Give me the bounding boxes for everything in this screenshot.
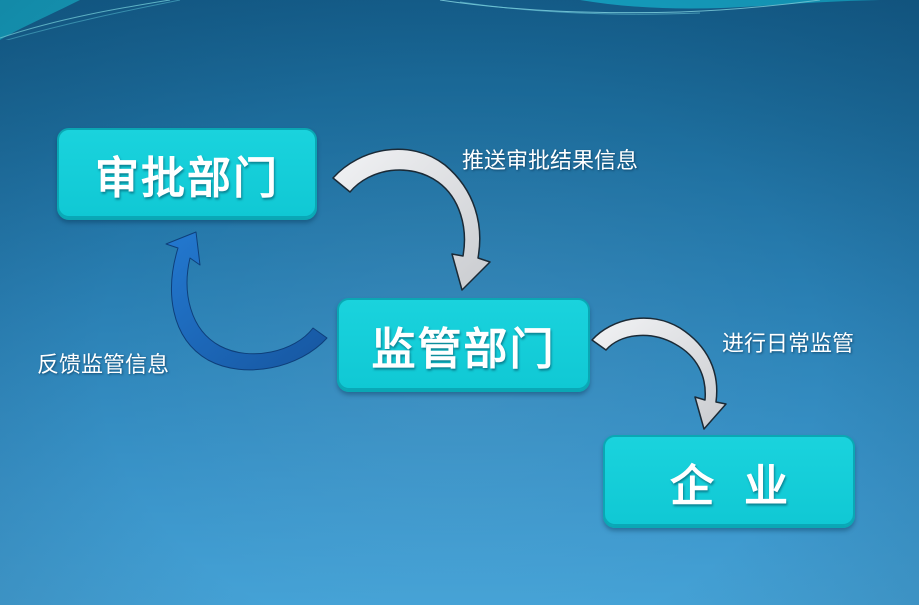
edge-label-feedback-supervision-info: 反馈监管信息 — [37, 353, 170, 378]
arrow-supervision-to-approval-icon — [165, 231, 328, 371]
node-supervision-department: 监管部门 — [337, 298, 590, 392]
arrow-supervision-to-enterprise-icon — [591, 317, 727, 430]
arrow-approval-to-supervision-icon — [332, 148, 491, 291]
node-enterprise: 企业 — [603, 435, 855, 528]
node-approval-department: 审批部门 — [57, 128, 317, 220]
edge-label-daily-supervision: 进行日常监管 — [722, 332, 855, 357]
node-enterprise-label: 企业 — [670, 460, 818, 512]
edge-label-push-approval-results: 推送审批结果信息 — [462, 149, 639, 174]
node-supervision-label: 监管部门 — [371, 324, 556, 375]
node-approval-label: 审批部门 — [95, 153, 279, 204]
top-wave-decoration — [0, 0, 880, 40]
